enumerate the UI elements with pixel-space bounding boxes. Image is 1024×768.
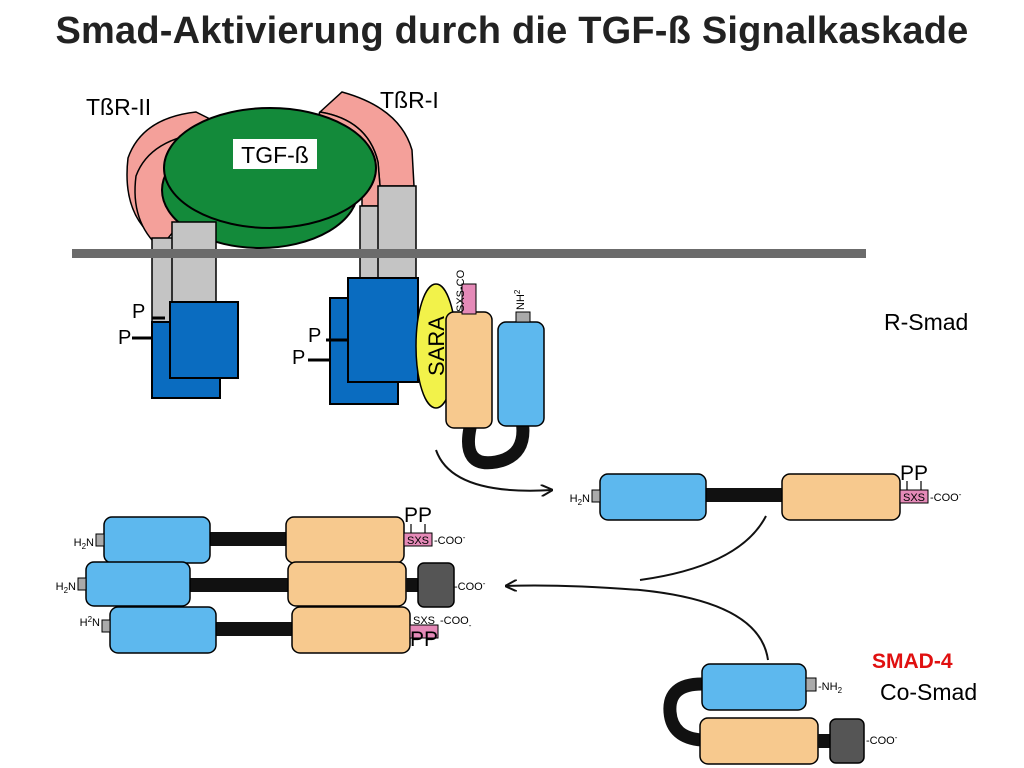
coo-label: -COO- [454,579,486,593]
h2n-label: H2N [80,615,100,629]
sxs-label: SXS [903,492,925,504]
coo-label: -COO- [440,615,472,630]
linker-bar [188,578,290,592]
mh1-domain [701,663,807,711]
nh2-tag [591,489,601,503]
tbr1-kinase-front [347,277,419,383]
smad-complex-row-3: H2N SXS -COO- PP [80,606,472,654]
sxs-motif [899,489,929,504]
sara-rsmad-complex: SARA SXS-CO NH2 [415,269,545,470]
nh2-tag [805,677,817,692]
tbr2-kinase-front [169,301,239,379]
coo-label: -COO- [930,490,962,504]
sxs-motif [403,532,433,547]
release-arrow [435,449,552,491]
mh2-domain [285,516,405,564]
rsmad-mh1-domain [497,321,545,427]
rsmad-mh2-domain [445,311,493,429]
sxs-motif [409,624,439,639]
mh2-domain [781,473,901,521]
diagram-title: Smad-Aktivierung durch die TGF-ß Signalk… [55,10,969,52]
nh2-tag [95,533,105,547]
smad4-co-smad: -NH2 -COO- [663,663,898,765]
sxs-motif [461,283,477,315]
pp-label: PP [404,504,432,527]
receptor-complex: TGF-ß P P P P TßR-II TßR-I [72,87,866,405]
phosphorylated-rsmad: H2N SXS -COO- PP [570,462,962,521]
nh2-tag [101,619,111,633]
linker-bar [212,622,296,636]
complex-arrow [506,586,769,661]
mh1-domain [103,516,211,564]
phosphate-label: P [308,325,321,347]
linker-bar [818,734,832,748]
mh2-domain [287,561,407,607]
sara-label: SARA [424,316,449,376]
rsmad-linker [462,413,530,470]
merge-line [639,515,767,581]
sxs-label: SXS [413,615,435,627]
cell-membrane [72,249,866,258]
smad-complex-row-2-smad4: H2N -COO- [56,561,486,608]
nh2-tag [77,577,87,591]
h2n-label: H2N [74,537,94,551]
c-terminal-tail [829,718,865,764]
phosphate-label: P [292,347,305,369]
tgfb-label: TGF-ß [241,142,309,168]
sxs-co-label: SXS-CO [455,269,467,312]
mh1-domain [109,606,217,654]
coo-label: -COO- [434,533,466,547]
sxs-label: SXS [407,535,429,547]
pp-label: PP [900,462,928,485]
nh2-label: -NH2 [818,681,843,695]
r-smad-label: R-Smad [884,309,968,335]
pp-label: PP [410,628,438,651]
smad4-linker [663,677,709,747]
h2n-label: H2N [56,581,76,595]
nh2-label: NH2 [513,289,527,310]
h2n-label: H2N [570,493,590,507]
linker-bar [704,488,786,502]
mh2-domain [699,717,819,765]
co-smad-label: Co-Smad [880,679,977,705]
tbr2-stalk-front [171,221,217,305]
nh2-tag [515,311,531,323]
coo-label: -COO- [866,733,898,747]
tgfb-label-box [233,139,317,169]
phosphate-label: P [118,327,131,349]
mh2-domain [291,606,411,654]
tbr1-label: TßR-I [380,87,439,113]
tbr2-label: TßR-II [86,94,151,120]
c-terminal-tail [417,562,455,608]
phosphate-label: P [132,301,145,323]
linker-bar [206,532,290,546]
mh1-domain [85,561,191,607]
mh1-domain [599,473,707,521]
tbr1-stalk-front [377,185,417,283]
linker-bar [406,578,420,592]
smad-complex-row-1: H2N SXS -COO- PP [74,504,466,564]
smad4-label: SMAD-4 [872,650,953,673]
